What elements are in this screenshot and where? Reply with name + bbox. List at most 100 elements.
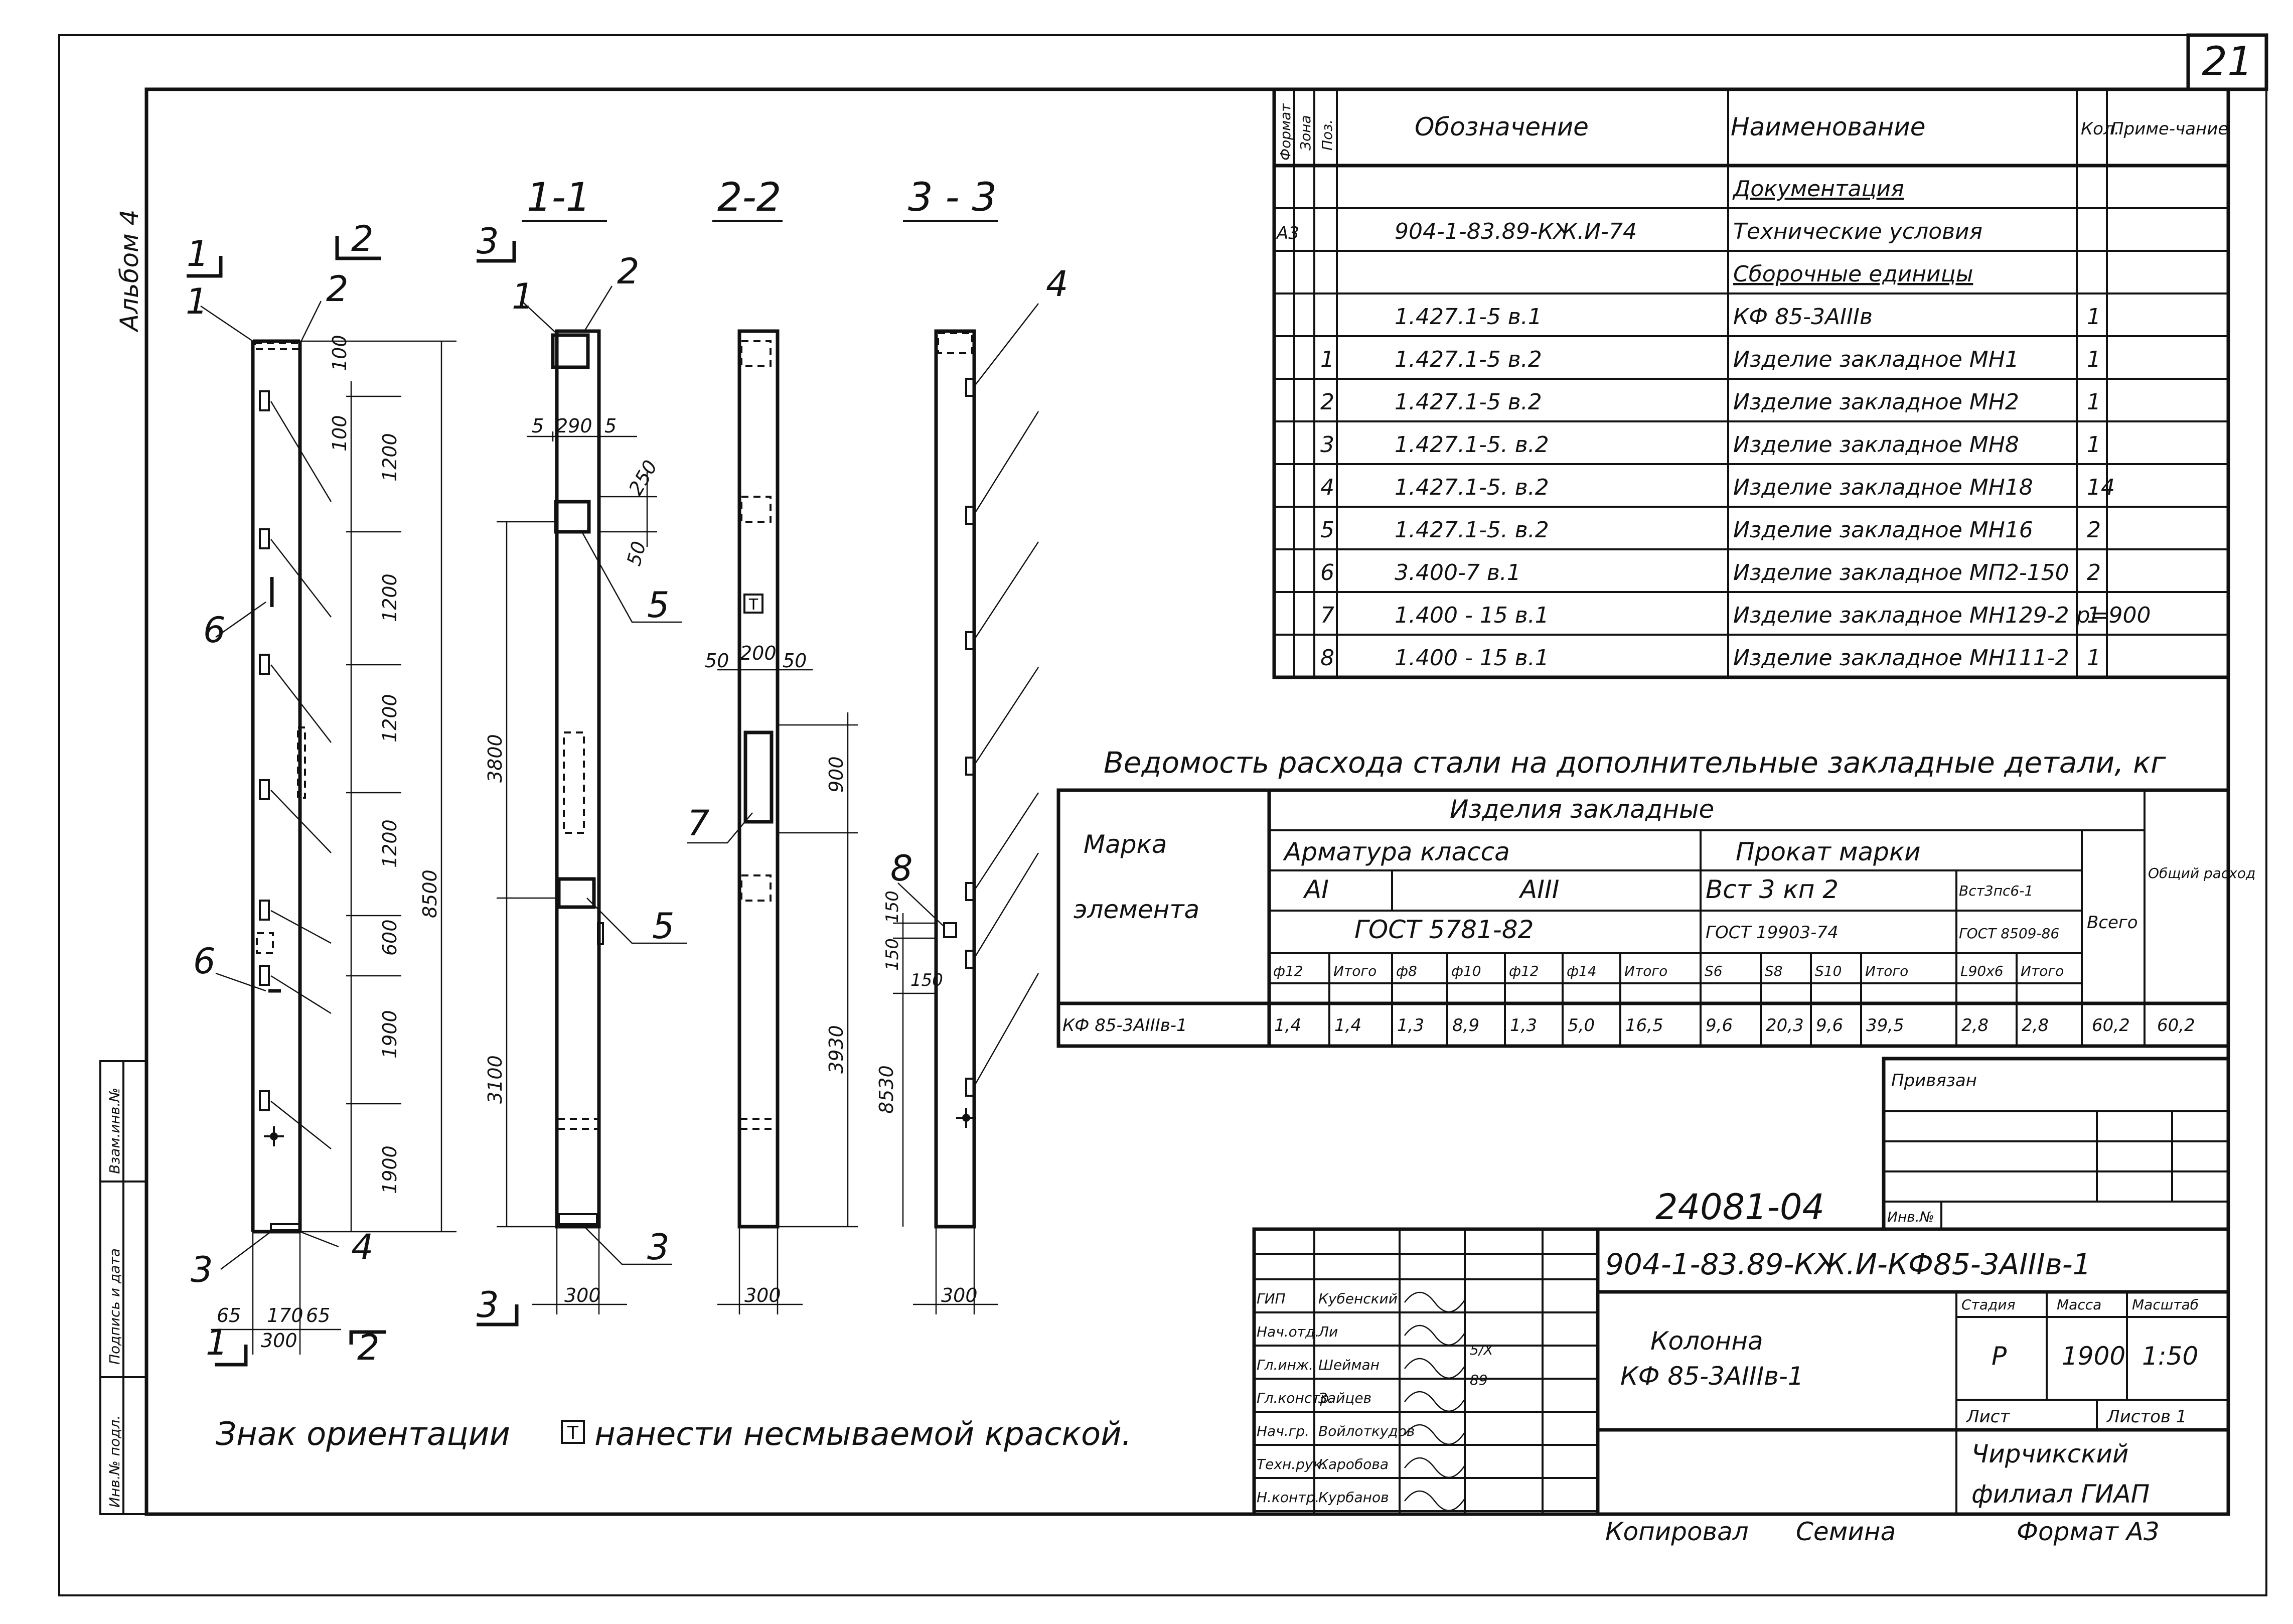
cut-mark-3-top: 3 [477,221,499,262]
steel-col-value: 1,3 [1510,1015,1537,1036]
steel-mark-label-1: Марка [1084,830,1167,859]
spec-name: Изделие закладное МН8 [1733,432,2019,458]
dim-1200c: 1200 [379,694,401,743]
steel-col-head: ф12 [1509,963,1539,979]
spec-qty: 1 [2087,603,2101,628]
tb-format: Формат А3 [2017,1517,2160,1546]
cut-mark-1-bottom: 1 [206,1322,228,1363]
spec-name: КФ 85-3АIIIв [1733,304,1873,330]
spec-qty: 1 [2087,304,2101,330]
tb-person: Зайцев [1318,1390,1371,1406]
signature-scribble [1404,1391,1466,1412]
section-1-1: 1-1 3 3800 3100 5 290 5 250 50 300 [477,175,687,1326]
steel-col-value: 5,0 [1568,1015,1595,1036]
dim-65a: 65 [217,1304,241,1326]
dim-170: 170 [267,1304,303,1326]
pos-4-label-s33: 4 [1046,263,1068,305]
steel-col-head: Итого [1624,963,1667,979]
embed-mark [965,378,975,397]
spec-table: Формат Зона Поз. Обозначение Наименовани… [1272,87,2230,679]
steel-col-head: Итого [1333,963,1377,979]
tb-sheets-label: Листов 1 [2106,1407,2187,1427]
title-block: Привязан Инв.№ 24081-04 904-1-83.89-КЖ.И… [1252,1057,2230,1516]
tb-sig-date-2: 89 [1470,1372,1488,1388]
dim-8530: 8530 [875,1065,897,1114]
steel-col-value: 8,9 [1452,1015,1479,1036]
pos-7-label: 7 [687,803,710,844]
stamp-inv-podl: Инв.№ подл. [106,1415,123,1508]
tb-copied: Копировал [1605,1517,1749,1546]
section-2-2-title: 2-2 [717,175,781,220]
spec-code: 1.427.1-5 в.2 [1395,347,1542,372]
dim-3100: 3100 [484,1055,506,1104]
dim-300a: 300 [261,1330,297,1352]
section-1-1-title: 1-1 [527,175,590,220]
pos-1-label-s11: 1 [512,276,534,317]
steel-gost8509: ГОСТ 8509-86 [1959,925,2059,942]
steel-arm: Арматура класса [1283,837,1510,866]
pos-3-label-s11: 3 [647,1227,670,1268]
spec-name: Изделие закладное МН1 [1733,347,2019,372]
steel-col-value: 1,3 [1397,1015,1424,1036]
spec-code: 1.427.1-5. в.2 [1395,517,1549,543]
steel-gost19903: ГОСТ 19903-74 [1706,923,1839,943]
album-label: Альбом 4 [115,210,144,333]
spec-qty: 1 [2087,645,2101,671]
spec-name: Документация [1732,176,1904,202]
tb-scale-label: Масштаб [2132,1296,2199,1313]
steel-mark-label-2: элемента [1074,895,1199,924]
orientation-note-before: Знак ориентации [216,1416,510,1453]
steel-aiii: АIII [1518,875,1559,904]
steel-col-value: 16,5 [1625,1015,1663,1036]
stamp-podpis: Подпись и дата [106,1248,123,1365]
dim-1200b: 1200 [379,573,401,622]
tb-mass-label: Масса [2057,1296,2101,1313]
tb-role: Нач.отд. [1257,1323,1319,1340]
signature-scribble [1404,1490,1466,1511]
column-elevation: 100 100 1200 1200 1200 1200 600 1900 190… [186,218,456,1368]
dim-1200a: 1200 [379,433,401,482]
spec-format: А3 [1276,223,1299,243]
steel-col-head: ф14 [1567,963,1597,979]
tb-org2: филиал ГИАП [1971,1480,2150,1509]
dim-900: 900 [825,756,847,793]
dim-150c: 150 [910,970,943,990]
tb-designation: 904-1-83.89-КЖ.И-КФ85-3АIIIв-1 [1605,1247,2091,1281]
spec-head-code: Обозначение [1415,112,1589,141]
section-3-3: 3 - 3 150 150 150 8530 300 8 4 [875,175,1068,1314]
orientation-note-after: нанести несмываемой краской. [594,1416,1132,1453]
inner-frame [144,87,2230,1516]
pos-6-label-lower: 6 [193,941,216,982]
signature-scribble [1404,1291,1466,1312]
steel-col-head: S8 [1765,963,1783,979]
steel-group: Изделия закладные [1450,795,1714,824]
dim-290: 290 [556,415,592,437]
spec-code: 1.400 - 15 в.1 [1395,603,1549,628]
spec-name: Изделие закладное МП2-150 [1733,560,2069,585]
spec-head-zone: Зона [1297,115,1314,151]
steel-gost5781: ГОСТ 5781-82 [1354,915,1534,944]
embed-mark [965,950,975,969]
orientation-mark-icon: Т [748,596,758,614]
left-stamp: Инв.№ подл. Подпись и дата Взам.инв.№ [99,1060,147,1515]
embed-mark [259,1090,270,1111]
tb-copier: Семина [1796,1517,1896,1546]
spec-pos: 4 [1320,475,1334,500]
dim-50a: 50 [623,539,650,568]
embed-mark [259,965,270,986]
spec-pos: 2 [1320,389,1334,415]
spec-pos: 6 [1320,560,1334,585]
pos-1-label: 1 [186,281,208,322]
cut-mark-1-top: 1 [187,233,209,274]
tb-stage-label: Стадия [1961,1296,2015,1313]
dim-50c: 50 [783,650,807,672]
spec-name: Изделие закладное МН111-2 [1733,645,2069,671]
tb-role: Гл.констр. [1257,1390,1333,1406]
tb-role: Н.контр. [1257,1489,1319,1506]
steel-prokat: Прокат марки [1736,837,1921,866]
spec-qty: 1 [2087,389,2101,415]
spec-name: Изделие закладное МН2 [1733,389,2019,415]
tb-person: Курбанов [1318,1489,1389,1506]
spec-code: 1.427.1-5. в.2 [1395,475,1549,500]
tb-role: Нач.гр. [1257,1423,1309,1439]
